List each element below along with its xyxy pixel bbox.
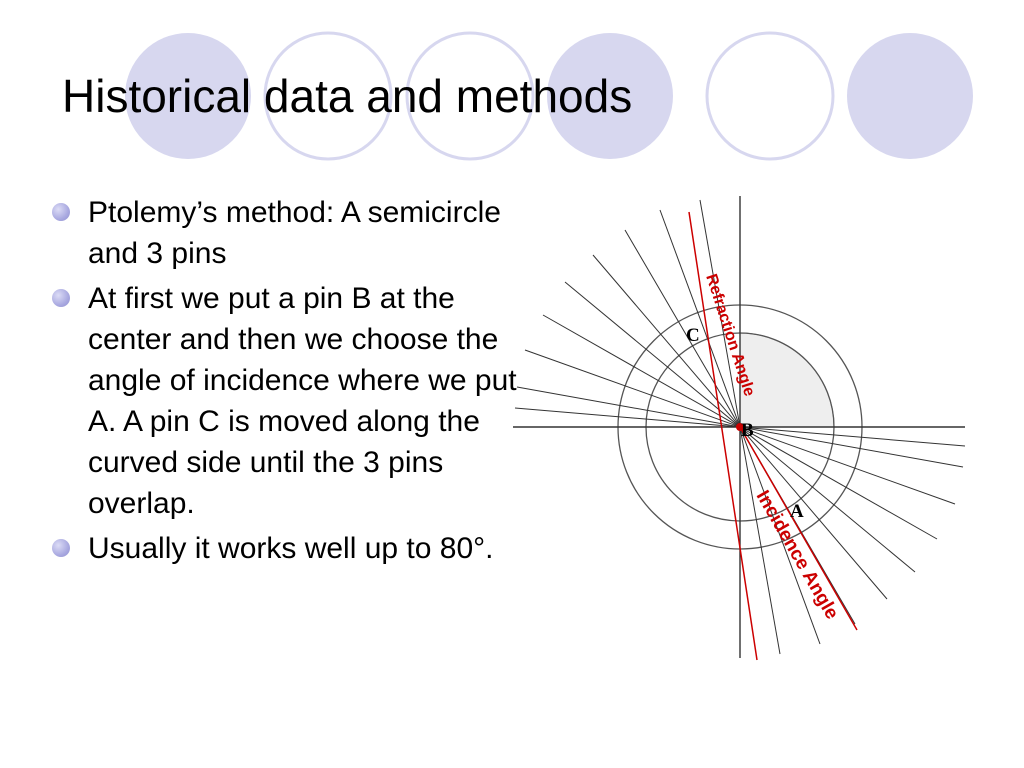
decor-circle (405, 31, 535, 161)
bullet-item: Usually it works well up to 80°. (50, 528, 520, 569)
decorative-circles (125, 31, 973, 161)
bullet-text: Ptolemy’s method: A semicircle and 3 pin… (88, 196, 501, 270)
pin-label-b: B (741, 420, 754, 441)
decor-circle (705, 31, 835, 161)
decor-circle (125, 33, 251, 159)
incidence-line (739, 426, 858, 631)
bullet-item: At first we put a pin B at the center an… (50, 278, 520, 524)
decor-circle (263, 31, 393, 161)
bullet-icon (52, 289, 70, 307)
bullet-icon (52, 203, 70, 221)
slide-title: Historical data and methods (62, 70, 633, 122)
bullet-item: Ptolemy’s method: A semicircle and 3 pin… (50, 192, 520, 274)
refraction-line (688, 211, 758, 661)
refraction-diagram: C B A Refraction Angle Incidence Angle (513, 196, 966, 661)
pin-label-a: A (790, 501, 804, 522)
bullet-text: At first we put a pin B at the center an… (88, 282, 517, 520)
decor-circle (847, 33, 973, 159)
pin-label-c: C (686, 325, 700, 346)
bullet-icon (52, 539, 70, 557)
bullet-list: Ptolemy’s method: A semicircle and 3 pin… (50, 192, 520, 573)
bullet-text: Usually it works well up to 80°. (88, 532, 494, 565)
decor-circle (547, 33, 673, 159)
center-pin-icon (736, 423, 744, 431)
